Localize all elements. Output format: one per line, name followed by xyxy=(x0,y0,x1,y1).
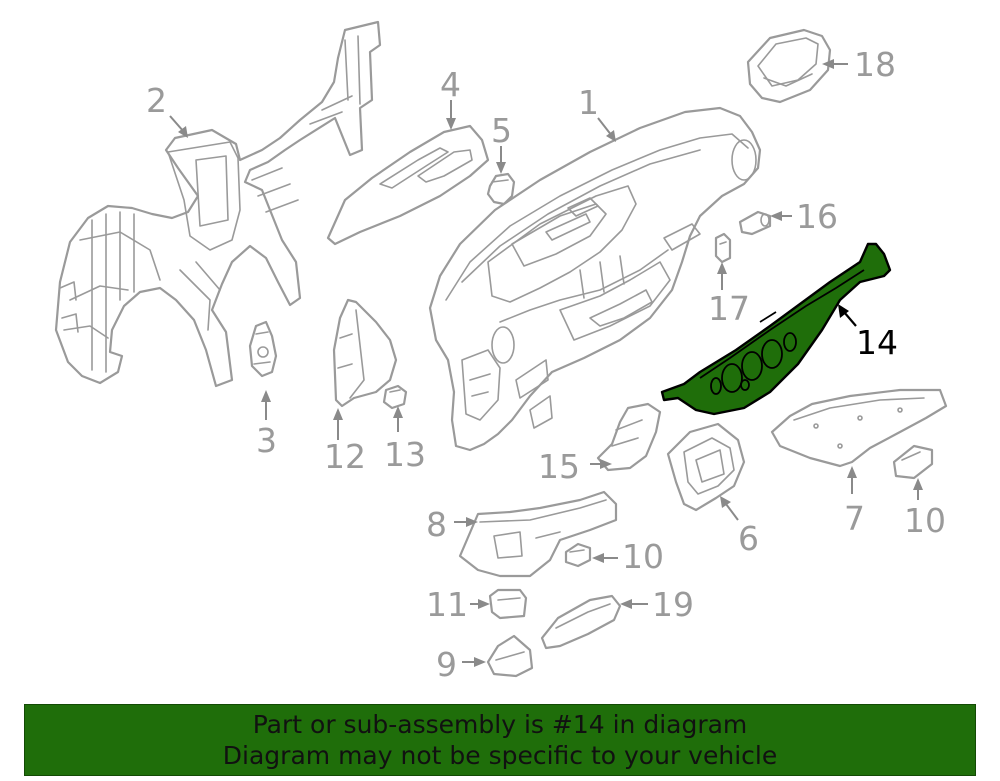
part-13-latch xyxy=(382,384,408,410)
part-7-lower-panel xyxy=(770,388,948,468)
callout-17: 17 xyxy=(708,289,750,328)
callout-10-right: 10 xyxy=(904,501,946,540)
info-banner: Part or sub-assembly is #14 in diagram D… xyxy=(24,704,976,776)
part-9-bracket xyxy=(486,634,534,678)
callout-3: 3 xyxy=(256,421,277,460)
callout-4: 4 xyxy=(440,65,461,104)
callout-16: 16 xyxy=(796,197,838,236)
part-12-glovebox xyxy=(332,298,398,408)
callout-9: 9 xyxy=(436,645,457,684)
part-11-clip xyxy=(488,588,528,620)
part-15-bracket xyxy=(596,402,662,472)
part-10-clip-middle xyxy=(564,542,592,568)
part-3-bracket xyxy=(248,320,278,378)
callout-11: 11 xyxy=(426,585,468,624)
callout-5: 5 xyxy=(491,111,512,150)
part-19-panel xyxy=(540,594,622,650)
part-8-support xyxy=(458,490,618,578)
leader-lines xyxy=(169,59,923,667)
callout-19: 19 xyxy=(652,585,694,624)
callout-10-middle: 10 xyxy=(622,537,664,576)
banner-line-disclaimer: Diagram may not be specific to your vehi… xyxy=(222,741,778,770)
part-18-module xyxy=(746,28,832,104)
part-17-clip xyxy=(714,232,732,264)
part-5-knob xyxy=(486,172,516,206)
callout-13: 13 xyxy=(384,435,426,474)
callout-12: 12 xyxy=(324,437,366,476)
callout-2: 2 xyxy=(146,81,167,120)
callout-labels: 1 2 3 4 5 6 7 8 9 10 10 11 12 13 14 15 1… xyxy=(146,45,946,684)
parts-diagram: 1 2 3 4 5 6 7 8 9 10 10 11 12 13 14 15 1… xyxy=(54,20,948,684)
part-14-highlighted-panel xyxy=(660,242,892,416)
callout-7: 7 xyxy=(844,499,865,538)
part-16-plug xyxy=(738,210,772,236)
callout-18: 18 xyxy=(854,45,896,84)
banner-line-part: Part or sub-assembly is #14 in diagram xyxy=(252,710,748,739)
callout-14: 14 xyxy=(856,323,898,362)
callout-1: 1 xyxy=(578,83,599,122)
callout-6: 6 xyxy=(738,519,759,558)
part-10-clip-right xyxy=(892,444,934,480)
part-4-trim-panel xyxy=(326,124,490,246)
callout-15: 15 xyxy=(538,447,580,486)
part-2-crossbeam xyxy=(54,20,382,388)
callout-8: 8 xyxy=(426,505,447,544)
part-6-bracket xyxy=(666,422,746,512)
